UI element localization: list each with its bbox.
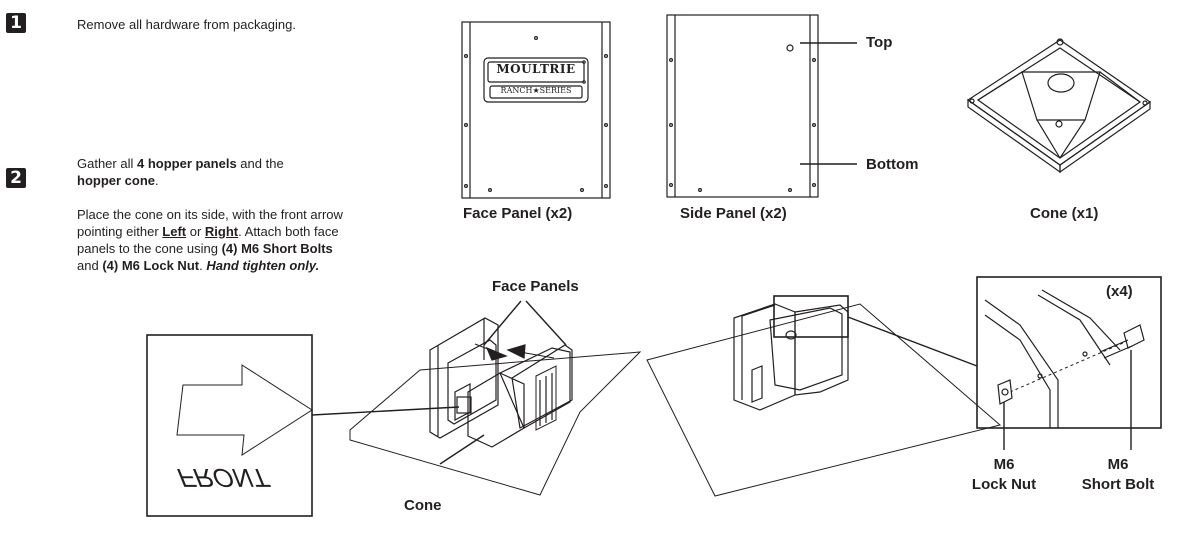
front-arrow-text: FRONT [174, 463, 271, 493]
front-detail-box [146, 334, 460, 517]
step-2-paragraph-2: Place the cone on its side, with the fro… [77, 207, 343, 273]
face-panel-drawing [461, 21, 611, 199]
moultrie-logo [483, 57, 589, 103]
step-1-badge: 1 [6, 13, 26, 33]
cone-label: Cone (x1) [1030, 205, 1099, 222]
hardware-detail-box [976, 276, 1162, 450]
cone-drawing [966, 38, 1152, 174]
step-2-badge: 2 [6, 168, 26, 188]
step-2-text: Gather all 4 hopper panels and the hoppe… [77, 155, 352, 274]
step-1-text: Remove all hardware from packaging. [77, 17, 296, 32]
bottom-label: Bottom [866, 156, 919, 173]
logo-series: RANCH★SERIES [500, 86, 572, 95]
side-panel-label: Side Panel (x2) [680, 205, 787, 222]
left-assembly-drawing [429, 300, 573, 465]
face-panels-callout: Face Panels [492, 278, 579, 295]
side-panel-drawing [666, 14, 857, 198]
logo-brand: MOULTRIE [496, 62, 576, 76]
quantity-label: (x4) [1106, 283, 1133, 300]
face-panel-label: Face Panel (x2) [463, 205, 573, 222]
right-assembly-drawing [646, 295, 1002, 497]
step-2-paragraph-1: Gather all 4 hopper panels and the hoppe… [77, 156, 284, 188]
cone-callout: Cone [404, 497, 442, 514]
top-label: Top [866, 34, 893, 51]
